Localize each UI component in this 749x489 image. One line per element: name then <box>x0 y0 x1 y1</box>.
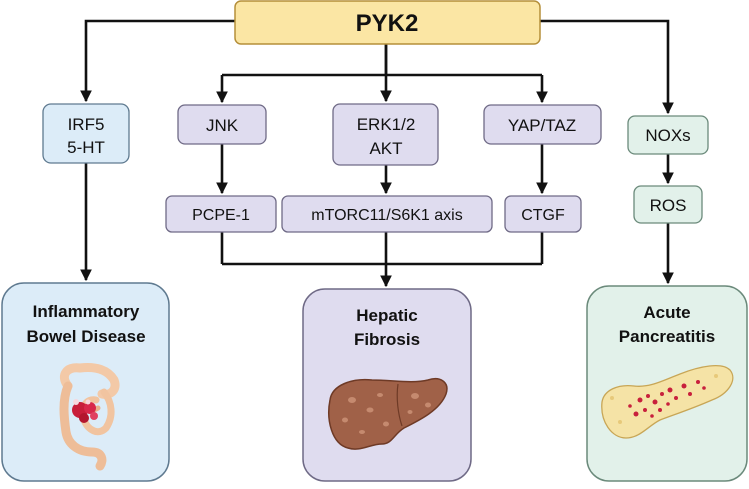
intestine-illustration <box>59 363 120 471</box>
irf5-box <box>42 103 130 164</box>
pancreatitis-label-line1: Acute <box>643 303 690 322</box>
ros-label: ROS <box>650 196 687 215</box>
pcpe-label: PCPE-1 <box>192 207 250 224</box>
mtorc-box <box>281 195 493 233</box>
irf5-label: IRF5 <box>68 115 105 134</box>
akt-label: AKT <box>369 139 402 158</box>
jnk-node: JNK <box>177 104 267 145</box>
arrow-pyk2-to-irf5 <box>80 19 235 103</box>
ctgf-node: CTGF <box>504 195 582 233</box>
noxs-label: NOXs <box>645 126 690 145</box>
pcpe-node: PCPE-1 <box>165 195 277 233</box>
ros-box <box>633 185 703 224</box>
erk-akt-node: ERK1/2 AKT <box>332 103 439 166</box>
hepatic-label-line2: Fibrosis <box>354 330 420 349</box>
noxs-box <box>627 115 709 155</box>
jnk-box <box>177 104 267 145</box>
jnk-label: JNK <box>206 116 239 135</box>
pyk2-label: PYK2 <box>356 10 419 37</box>
ibd-box <box>1 282 170 482</box>
erk-box <box>332 103 439 166</box>
pyk2-node: PYK2 <box>234 0 541 45</box>
pancreas-illustration <box>601 364 734 439</box>
mtorc-node: mTORC11/S6K1 axis <box>281 195 493 233</box>
ros-node: ROS <box>633 185 703 224</box>
pcpe-box <box>165 195 277 233</box>
noxs-node: NOXs <box>627 115 709 155</box>
pancreatitis-label-line2: Pancreatitis <box>619 327 715 346</box>
arrow-pyk2-to-noxs <box>540 19 674 115</box>
5ht-label: 5-HT <box>67 138 105 157</box>
erk-label: ERK1/2 <box>357 115 416 134</box>
ctgf-label: CTGF <box>521 207 565 224</box>
yap-box <box>483 104 602 145</box>
ctgf-box <box>504 195 582 233</box>
pancreatitis-panel: Acute Pancreatitis <box>586 285 748 482</box>
mtorc-label: mTORC11/S6K1 axis <box>311 207 462 224</box>
hepatic-fibrosis-panel: Hepatic Fibrosis <box>302 288 472 482</box>
hepatic-label-line1: Hepatic <box>356 306 417 325</box>
yap-label: YAP/TAZ <box>508 116 576 135</box>
liver-illustration <box>328 378 448 450</box>
ibd-label-line1: Inflammatory <box>33 302 140 321</box>
yap-taz-node: YAP/TAZ <box>483 104 602 145</box>
irf5-5ht-node: IRF5 5-HT <box>42 103 130 164</box>
connectors <box>80 19 674 288</box>
ibd-panel: Inflammatory Bowel Disease <box>1 282 170 482</box>
pyk2-box <box>234 0 541 45</box>
ibd-label-line2: Bowel Disease <box>26 327 145 346</box>
